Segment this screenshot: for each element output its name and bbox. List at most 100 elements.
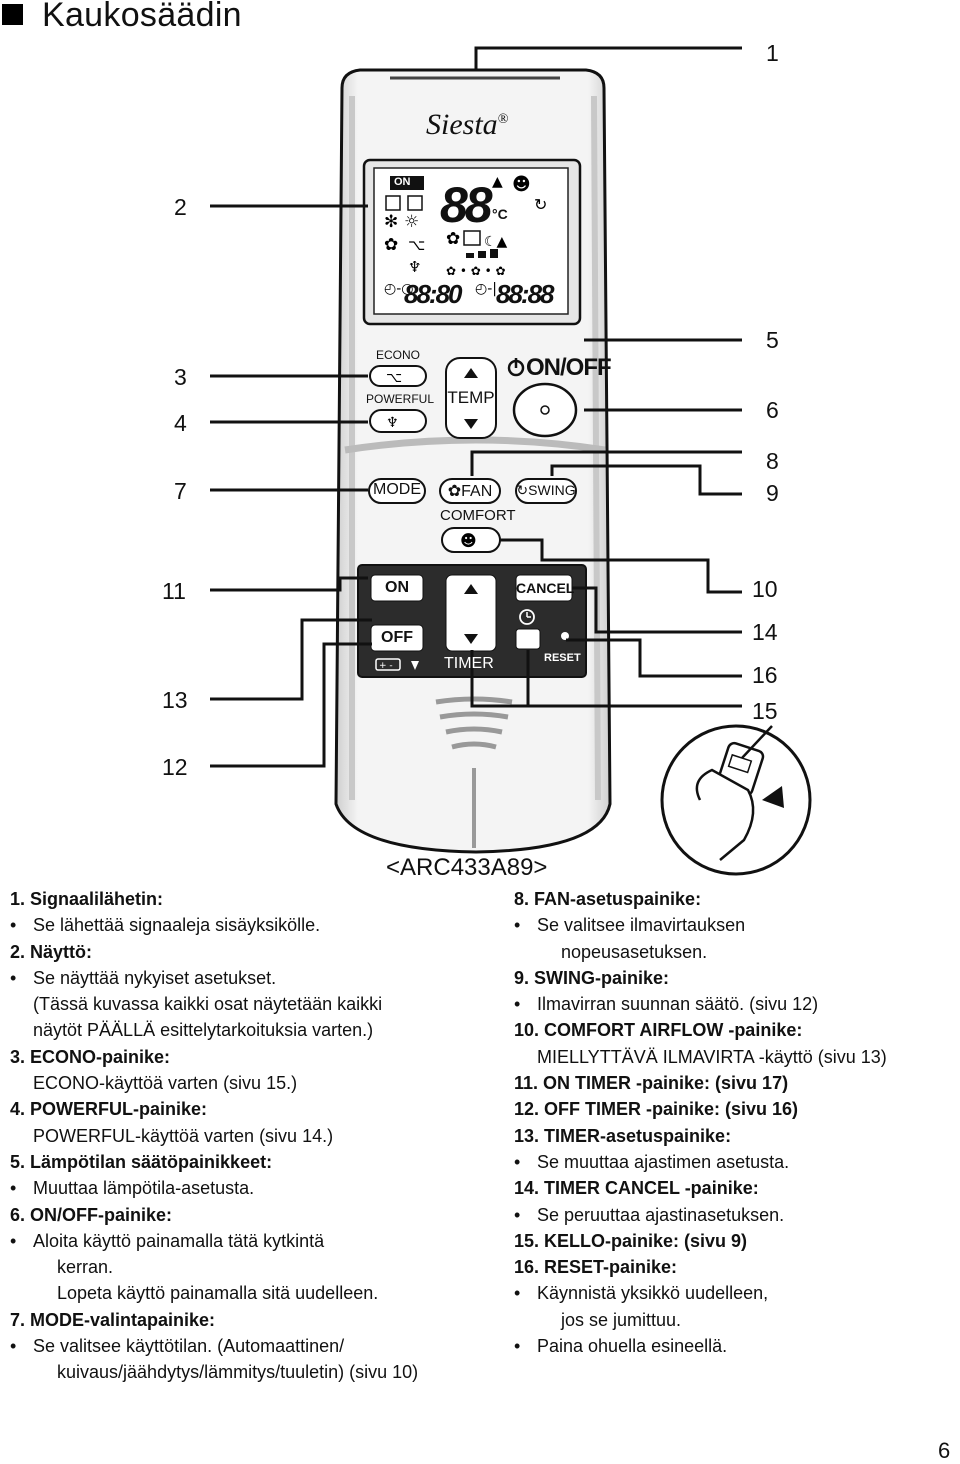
- item-text: Ilmavirran suunnan säätö. (sivu 12): [514, 991, 887, 1017]
- onoff-label: ON/OFF: [526, 354, 612, 381]
- item-text: (Tässä kuvassa kaikki osat näytetään kai…: [33, 994, 383, 1015]
- off-timer-button[interactable]: OFF: [381, 629, 413, 646]
- item-text: Lopeta käyttö painamalla sitä uudelleen.: [57, 1283, 379, 1304]
- item-text: näytöt PÄÄLLÄ esittelytarkoituksia varte…: [33, 1020, 374, 1041]
- item-heading: 3. ECONO-painike:: [10, 1046, 171, 1067]
- fan-button-shape: [439, 478, 501, 504]
- item-heading: 7. MODE-valintapainike:: [10, 1309, 216, 1330]
- item-text: kerran.: [57, 1257, 114, 1278]
- onoff-button[interactable]: [514, 384, 576, 436]
- item-text: Muuttaa lämpötila-asetusta.: [10, 1175, 418, 1201]
- lcd-unit: °C: [492, 206, 508, 222]
- reset-hole: [561, 632, 569, 640]
- item-text: Se peruuttaa ajastinasetuksen.: [514, 1202, 887, 1228]
- mode-button-shape: [368, 478, 426, 504]
- right-description-list: 8. FAN-asetuspainike: Se valitsee ilmavir…: [514, 886, 887, 1359]
- item-text: ECONO-käyttöä varten (sivu 15.): [33, 1073, 298, 1094]
- item-text: Se näyttää nykyiset asetukset.: [10, 965, 418, 991]
- title-marker: [2, 4, 23, 25]
- item-heading: 1. Signaalilähetin:: [10, 889, 164, 909]
- callout-12: 12: [162, 754, 188, 780]
- page-title: Kaukosäädin: [42, 0, 242, 34]
- item-heading: 4. POWERFUL-painike:: [10, 1099, 208, 1120]
- page-number: 6: [938, 1438, 951, 1463]
- callout-9: 9: [766, 480, 779, 506]
- svg-text:☼: ☼: [404, 212, 419, 232]
- swing-icon: ↻: [516, 482, 529, 498]
- svg-text:↻: ↻: [534, 195, 547, 214]
- item-heading: 14. TIMER CANCEL -painike:: [514, 1178, 759, 1199]
- fan-button[interactable]: ✿FAN: [447, 483, 493, 500]
- item-heading: 2. Näyttö:: [10, 941, 93, 962]
- callout-7: 7: [174, 478, 187, 504]
- svg-text:✿ • ✿ • ✿: ✿ • ✿ • ✿: [446, 264, 506, 278]
- comfort-label: COMFORT: [440, 507, 516, 524]
- econo-button-shape: [369, 365, 427, 387]
- lcd-display: [373, 167, 569, 315]
- temp-rocker-shape: [445, 357, 497, 439]
- callout-11: 11: [162, 578, 186, 604]
- off-timer-button-shape: [370, 624, 424, 652]
- econo-label: ECONO: [376, 348, 421, 362]
- svg-text:✿: ✿: [446, 229, 460, 249]
- svg-text:◴-|: ◴-|: [475, 281, 497, 297]
- item-heading: 5. Lämpötilan säätöpainikkeet:: [10, 1151, 273, 1172]
- svg-text:☻: ☻: [460, 531, 477, 550]
- reset-button[interactable]: RESET: [544, 652, 581, 664]
- mode-button[interactable]: MODE: [373, 481, 421, 498]
- lcd-on-indicator: ON: [394, 176, 411, 188]
- item-text: Käynnistä yksikkö uudelleen,: [514, 1280, 887, 1306]
- svg-text:⌥: ⌥: [386, 370, 402, 386]
- item-text: POWERFUL-käyttöä varten (sivu 14.): [33, 1125, 334, 1146]
- left-description-list: 1. Signaalilähetin:Se lähettää signaalej…: [10, 886, 418, 1386]
- item-heading: 16. RESET-painike:: [514, 1257, 678, 1278]
- callout-2: 2: [174, 194, 187, 220]
- item-text: Se valitsee käyttötilan. (Automaattinen/: [10, 1333, 418, 1359]
- callout-10: 10: [752, 576, 778, 602]
- callout-13: 13: [162, 687, 188, 713]
- model-label: <ARC433A89>: [386, 854, 548, 881]
- powerful-button[interactable]: [370, 410, 426, 432]
- callout-8: 8: [766, 448, 779, 474]
- item-heading: 13. TIMER-asetuspainike:: [514, 1125, 732, 1146]
- svg-text:✿: ✿: [384, 235, 398, 255]
- lcd-timer-right: 88:88: [496, 279, 554, 309]
- on-timer-button[interactable]: ON: [385, 579, 409, 596]
- callout-16: 16: [752, 662, 778, 688]
- cancel-button[interactable]: CANCEL: [516, 580, 575, 596]
- item-heading: 11. ON TIMER -painike: (sivu 17): [514, 1073, 789, 1094]
- item-text: MIELLYTTÄVÄ ILMAVIRTA -käyttö (sivu 13): [537, 1046, 887, 1067]
- item-text: Se valitsee ilmavirtauksen: [514, 912, 887, 938]
- item-text: Paina ohuella esineellä.: [514, 1333, 887, 1359]
- item-text: kuivaus/jäähdytys/lämmitys/tuuletin) (si…: [57, 1362, 419, 1383]
- swing-button[interactable]: ↻SWING: [516, 482, 576, 498]
- callout-6: 6: [766, 397, 779, 423]
- item-text: jos se jumittuu.: [561, 1309, 682, 1330]
- lcd-temperature: 88: [440, 177, 493, 233]
- econo-button[interactable]: [370, 366, 426, 386]
- callout-15: 15: [752, 698, 778, 724]
- callout-5: 5: [766, 327, 779, 353]
- comfort-button[interactable]: [442, 528, 500, 552]
- callout-1: 1: [766, 40, 779, 66]
- temp-button[interactable]: TEMP: [447, 388, 495, 407]
- callout-4: 4: [174, 410, 187, 436]
- item-heading: 15. KELLO-painike: (sivu 9): [514, 1230, 748, 1251]
- item-heading: 10. COMFORT AIRFLOW -painike:: [514, 1020, 803, 1041]
- svg-text:☾▲: ☾▲: [484, 234, 508, 250]
- onoff-button-shape: [512, 382, 578, 438]
- swing-button-shape: [515, 478, 577, 504]
- brand-logo: Siesta®: [426, 108, 509, 141]
- item-heading: 8. FAN-asetuspainike:: [514, 889, 702, 909]
- item-text: Se muuttaa ajastimen asetusta.: [514, 1149, 887, 1175]
- svg-text:▲: ▲: [492, 174, 503, 190]
- callout-14: 14: [752, 619, 778, 645]
- item-heading: 12. OFF TIMER -painike: (sivu 16): [514, 1099, 799, 1120]
- svg-text:◴-○: ◴-○: [384, 281, 413, 297]
- timer-label[interactable]: TIMER: [444, 655, 494, 672]
- powerful-button-shape: [369, 409, 427, 433]
- item-text: nopeusasetuksen.: [561, 941, 708, 962]
- lcd-timer-left: 88:80: [404, 279, 462, 309]
- clock-button[interactable]: [516, 629, 540, 649]
- svg-text:♆: ♆: [408, 258, 421, 276]
